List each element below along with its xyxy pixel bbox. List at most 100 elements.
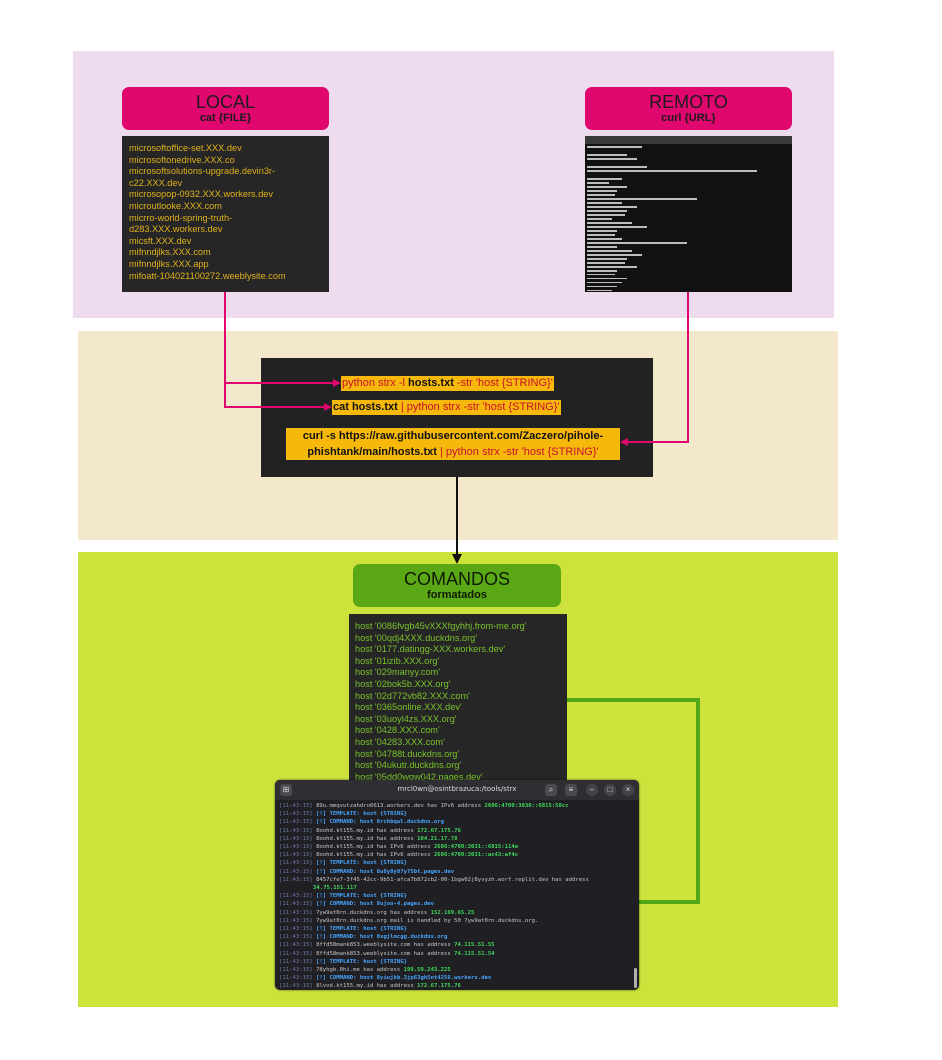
terminal-result-line: 7yw9at0rn.duckdns.org mail is handled by… [316, 917, 539, 924]
list-item: host '0365online.XXX.dev' [355, 702, 462, 713]
thumbnail-text-line [587, 269, 617, 272]
list-item: microutlooke.XXX.com [129, 200, 222, 211]
command-cat-pipe: cat hosts.txt | python strx -str 'host {… [332, 400, 561, 415]
formatted-commands-list: host '0086fvgb45vXXXfgyhhj.from-me.org' … [349, 614, 567, 789]
thumbnail-text-line [587, 234, 615, 236]
thumbnail-text-line [587, 222, 632, 224]
command-curl-pipe: curl -s https://raw.githubusercontent.co… [286, 428, 620, 460]
terminal-template-line: [!] TEMPLATE: host {STRING} [316, 860, 407, 867]
terminal-template-line: [!] TEMPLATE: host {STRING} [316, 958, 407, 965]
terminal-command-line: [!] COMMAND: [316, 901, 360, 908]
thumbnail-text-line [587, 194, 615, 196]
list-item: micsft.XXX.dev [129, 235, 192, 246]
terminal-line: [11:43:15] [!] COMMAND: host 8yiujkb.3jp… [279, 974, 635, 982]
maximize-icon[interactable]: □ [604, 784, 616, 796]
list-item: mifoatt-104021100272.weeblysite.com [129, 270, 286, 281]
terminal-timestamp: [11:43:15] [279, 827, 313, 834]
thumbnail-text-line [587, 261, 625, 264]
terminal-scrollbar[interactable] [634, 968, 637, 988]
terminal-output[interactable]: [11:43:15] 89u.mmqvutzahdro6613.workers.… [275, 800, 639, 990]
terminal-ip-address: 2606:4700:3036::6815:58cc [484, 803, 569, 809]
thumbnail-text-line [587, 166, 647, 168]
thumbnail-text-line [587, 218, 612, 220]
remote-browser-thumbnail [585, 136, 792, 292]
terminal-result-line: 7yw9at0rn.duckdns.org has address [316, 909, 431, 916]
terminal-timestamp: [11:43:15] [279, 942, 313, 949]
thumbnail-text-line [587, 242, 687, 244]
thumbnail-text-line [587, 238, 622, 240]
terminal-timestamp: [11:43:15] [279, 909, 313, 916]
terminal-result-line: 8oohd.kt155.my.id has address [316, 827, 418, 834]
menu-icon[interactable]: ≡ [565, 784, 577, 796]
terminal-line: [11:43:15] 8oohd.kt155.my.id has address… [279, 827, 635, 835]
terminal-window[interactable]: ⊞ mrcl0wn@osintbrazuca:/tools/strx ⌕ ≡ –… [275, 780, 639, 990]
terminal-line: [11:43:15] 8lvod.kt155.my.id has address… [279, 982, 635, 990]
thumbnail-text-line [587, 249, 632, 252]
local-subtitle: cat {FILE} [199, 112, 252, 124]
list-item: c22.XXX.dev [129, 177, 183, 188]
terminal-line: [11:43:15] 89u.mmqvutzahdro6613.workers.… [279, 802, 635, 810]
terminal-command-line: [!] COMMAND: [316, 975, 360, 982]
terminal-ip-address: 34.75.151.117 [313, 885, 357, 892]
cmd1-pre: python strx -l [342, 377, 409, 389]
terminal-ip-address: 74.115.51.54 [454, 950, 495, 957]
terminal-line: [11:43:15] [!] TEMPLATE: host {STRING} [279, 892, 635, 900]
terminal-line: [11:43:15] [!] TEMPLATE: host {STRING} [279, 810, 635, 818]
terminal-result-line: 8oohd.kt155.my.id has address [316, 835, 418, 842]
command-local-file: python strx -l hosts.txt -str 'host {STR… [341, 376, 554, 391]
list-item: microsoftonedrive.XXX.co [129, 154, 235, 165]
thumbnail-text-line [587, 190, 617, 192]
cmd1-post: -str 'host {STRING}' [453, 377, 553, 389]
new-tab-icon[interactable]: ⊞ [280, 784, 292, 796]
list-item: mifnndjlks.XXX.app [129, 258, 209, 269]
terminal-timestamp: [11:43:15] [279, 917, 313, 924]
cmd2-post: | python strx -str 'host {STRING}' [397, 401, 560, 413]
thumbnail-text-line [587, 253, 642, 256]
thumbnail-text-line [587, 265, 637, 268]
remote-header: REMOTO curl {URL} [585, 87, 792, 130]
list-item: host '0428.XXX.com' [355, 725, 440, 736]
list-item: host '05dd0wgw042.pages.dev' [355, 771, 483, 782]
cmd3-post: | python strx -str 'host {STRING}' [436, 446, 599, 458]
terminal-ip-address: 2606:4700:3031::ac43:af4c [433, 852, 519, 859]
local-title: LOCAL [195, 92, 256, 112]
terminal-template-line: [!] TEMPLATE: host {STRING} [316, 893, 407, 900]
thumbnail-text-line [587, 289, 612, 292]
terminal-ip-address: 152.169.65.25 [430, 909, 475, 916]
terminal-line: [11:43:15] [!] COMMAND: host 8ujoo-4.pag… [279, 900, 635, 908]
terminal-timestamp: [11:43:15] [279, 803, 313, 809]
terminal-ip-address: 2606:4700:3031::6815:114e [433, 844, 519, 851]
thumbnail-text-line [587, 210, 627, 212]
search-icon[interactable]: ⌕ [545, 784, 557, 796]
terminal-titlebar: ⊞ mrcl0wn@osintbrazuca:/tools/strx ⌕ ≡ –… [275, 780, 639, 800]
remote-subtitle: curl {URL} [661, 112, 716, 124]
thumbnail-text-line [587, 285, 617, 288]
terminal-timestamp: [11:43:15] [279, 950, 313, 957]
thumbnail-text-line [587, 182, 609, 184]
thumbnail-toolbar [585, 136, 792, 144]
remote-title: REMOTO [649, 92, 728, 112]
terminal-line: [11:43:15] [!] TEMPLATE: host {STRING} [279, 859, 635, 867]
thumbnail-text-line [587, 170, 757, 172]
list-item: host '04788t.duckdns.org' [355, 748, 460, 759]
arrow-local-to-cmd2 [224, 383, 332, 411]
terminal-line: [11:43:15] [!] COMMAND: host 8xgjlmcgg.d… [279, 933, 635, 941]
list-item: host '029manyy.com' [355, 667, 441, 678]
list-item: d283.XXX.workers.dev [129, 224, 223, 235]
thumbnail-text-line [587, 158, 637, 160]
terminal-line: [11:43:15] 78yhgb.0hi.me has address 199… [279, 966, 635, 974]
output-subtitle: formatados [427, 589, 487, 601]
terminal-timestamp: [11:43:15] [279, 934, 313, 941]
thumbnail-text-line [587, 206, 637, 208]
thumbnail-text-line [587, 246, 617, 248]
terminal-line: [11:43:15] 8oohd.kt155.my.id has address… [279, 835, 635, 843]
close-icon[interactable]: × [622, 784, 634, 796]
terminal-command-value: host 8yiujkb.3jp63gh5nt4256.workers.dev [359, 975, 492, 982]
minimize-icon[interactable]: – [586, 784, 598, 796]
terminal-timestamp: [11:43:15] [279, 983, 313, 990]
thumbnail-text-line [587, 214, 625, 216]
terminal-command-line: [!] COMMAND: [316, 868, 360, 875]
list-item: host '01izib.XXX.org' [355, 655, 440, 666]
terminal-timestamp: [11:43:15] [279, 876, 313, 883]
terminal-result-line: 8oohd.kt155.my.id has IPv6 address [316, 852, 434, 859]
